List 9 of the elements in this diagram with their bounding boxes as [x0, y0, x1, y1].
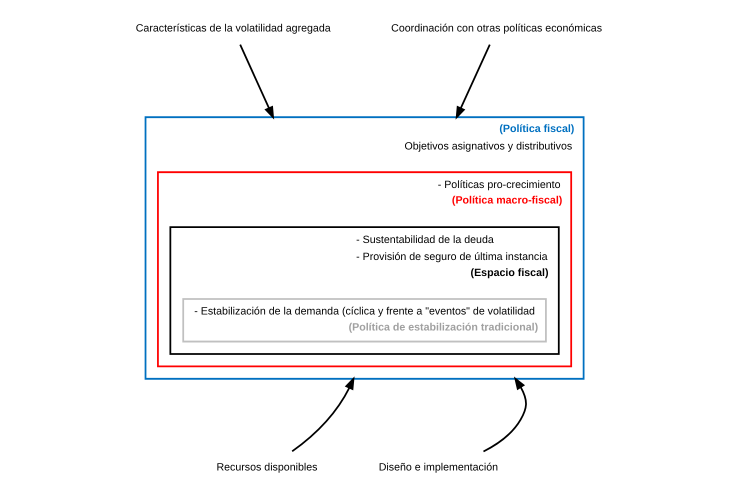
node-text: Coordinación con otras políticas económicas — [391, 22, 602, 34]
arrow — [483, 376, 527, 452]
node-text: Diseño e implementación — [378, 461, 498, 474]
arrow — [292, 376, 355, 452]
arrow — [456, 44, 491, 120]
node-text: Recursos disponibles — [216, 461, 318, 474]
arrow — [239, 44, 274, 120]
node-box: - Estabilización de la demanda (cíclica y frente a "eventos" de volatilidad (Política de estabilización tradicional) — [182, 298, 547, 342]
node-text: Características de la volatilidad agregada — [136, 22, 331, 34]
